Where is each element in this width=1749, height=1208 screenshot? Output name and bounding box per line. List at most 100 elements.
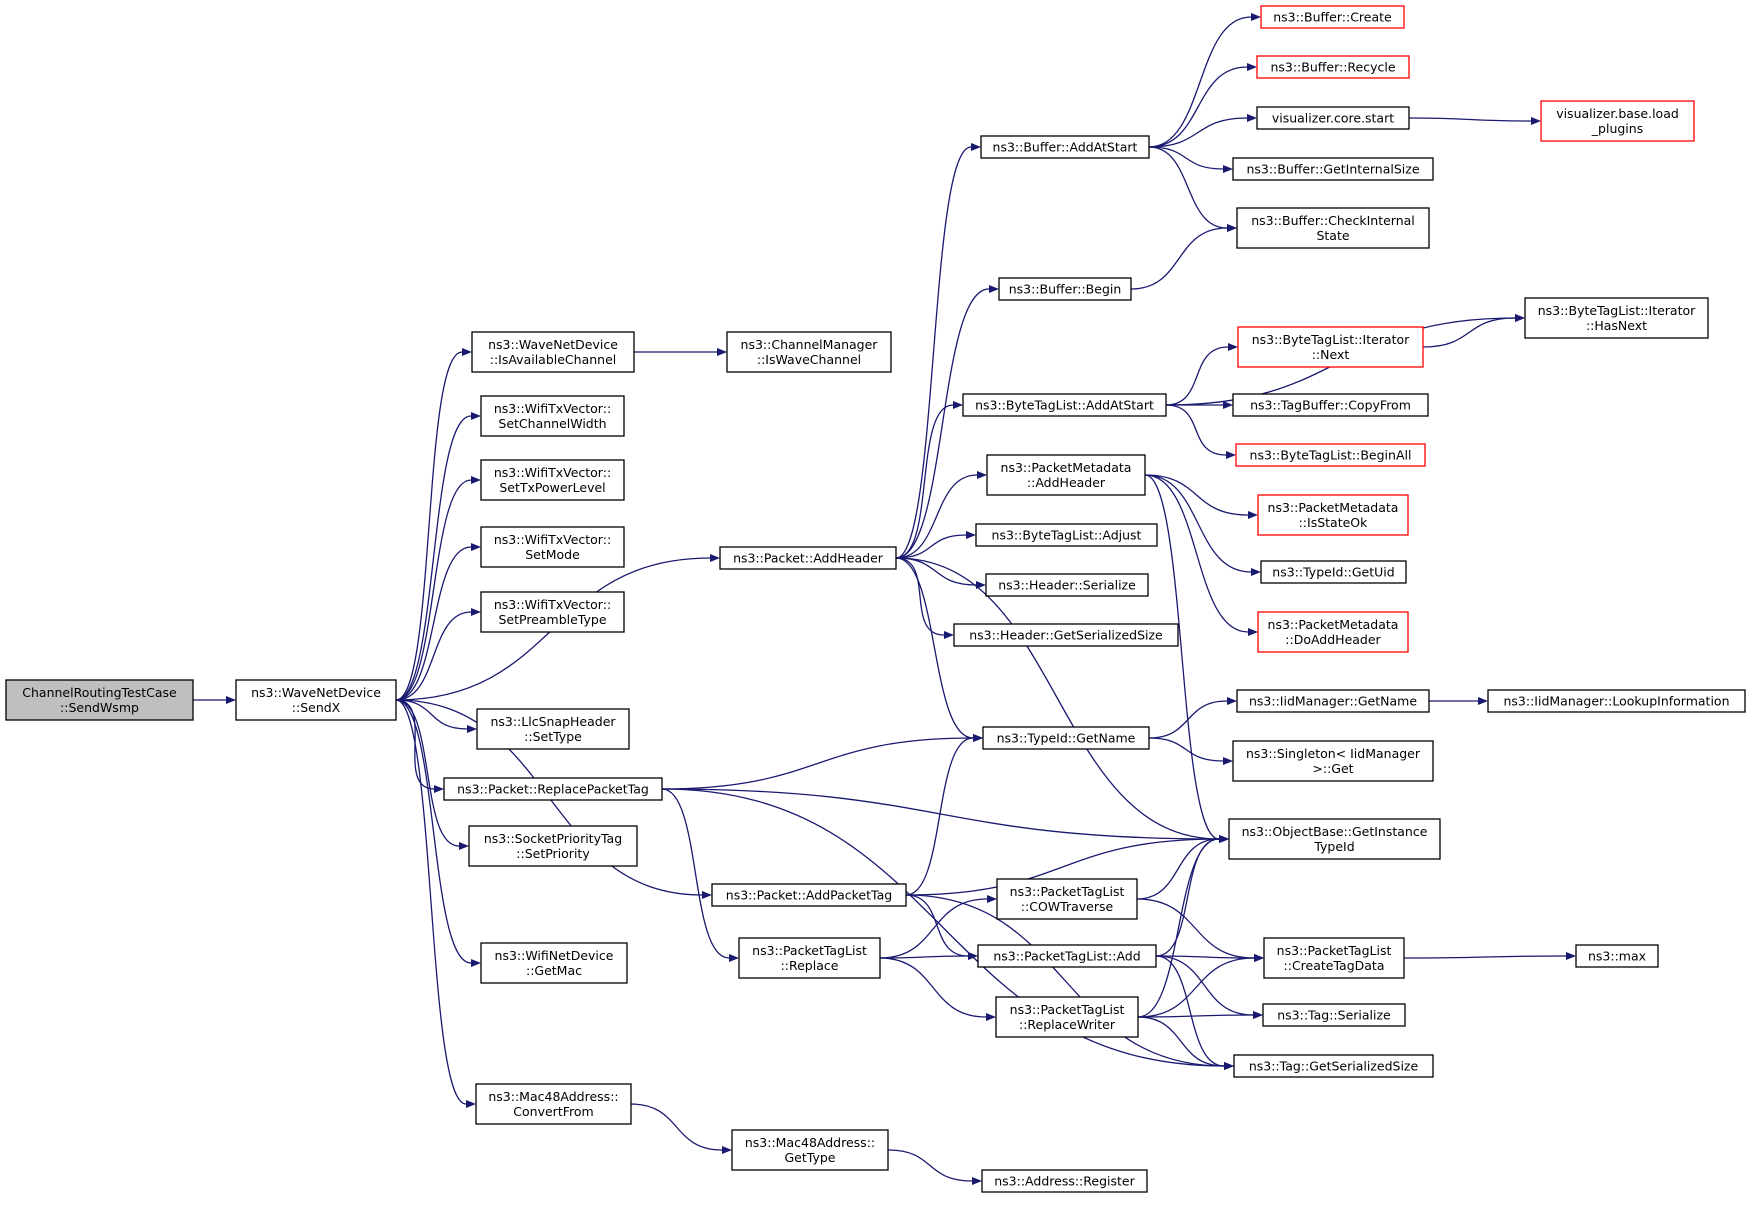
node-pm_addheader[interactable]: ns3::PacketMetadata::AddHeader	[986, 454, 1146, 496]
arrowhead	[1253, 1011, 1263, 1019]
node-settxp[interactable]: ns3::WifiTxVector::SetTxPowerLevel	[480, 459, 625, 501]
node-max[interactable]: ns3::max	[1575, 944, 1659, 968]
arrowhead	[467, 725, 477, 733]
arrowhead	[1478, 697, 1488, 705]
node-convfrom[interactable]: ns3::Mac48Address::ConvertFrom	[475, 1083, 632, 1125]
node-box	[480, 459, 625, 501]
arrowhead	[1247, 114, 1257, 122]
edge-line	[905, 737, 974, 896]
edge-line	[879, 898, 988, 959]
node-label-line: SetMode	[525, 547, 580, 562]
node-sendx[interactable]: ns3::WaveNetDevice::SendX	[235, 679, 397, 721]
node-buf_addatstart[interactable]: ns3::Buffer::AddAtStart	[980, 135, 1150, 159]
node-ptl_add[interactable]: ns3::PacketTagList::Add	[977, 944, 1157, 968]
node-viz_load[interactable]: visualizer.base.load_plugins	[1540, 100, 1695, 142]
node-label-line: ns3::Packet::AddHeader	[733, 551, 884, 566]
arrowhead	[953, 401, 963, 409]
node-btl_addatstart[interactable]: ns3::ByteTagList::AddAtStart	[962, 393, 1167, 417]
edge-convfrom-to-gettype	[630, 1103, 732, 1154]
node-box	[953, 623, 1179, 647]
node-tagbuf_copy[interactable]: ns3::TagBuffer::CopyFrom	[1232, 393, 1429, 417]
node-tid_getname[interactable]: ns3::TypeId::GetName	[982, 726, 1150, 750]
arrowhead	[1531, 117, 1541, 125]
node-replpt[interactable]: ns3::Packet::ReplacePacketTag	[443, 777, 663, 801]
edge-addheader-to-pm_addheader	[895, 471, 987, 559]
node-isavail[interactable]: ns3::WaveNetDevice::IsAvailableChannel	[471, 331, 635, 373]
node-box	[480, 942, 628, 984]
node-ptl_rw[interactable]: ns3::PacketTagList::ReplaceWriter	[995, 996, 1139, 1038]
node-register[interactable]: ns3::Address::Register	[981, 1169, 1148, 1193]
node-box	[1232, 740, 1434, 782]
node-btl_it_hasnext[interactable]: ns3::ByteTagList::Iterator::HasNext	[1524, 297, 1709, 339]
node-tag_gss[interactable]: ns3::Tag::GetSerializedSize	[1233, 1054, 1434, 1078]
node-pm_doadd[interactable]: ns3::PacketMetadata::DoAddHeader	[1257, 611, 1409, 653]
node-hdr_ser[interactable]: ns3::Header::Serialize	[985, 573, 1149, 597]
node-label-line: ::SetType	[524, 729, 582, 744]
node-label-line: ns3::Address::Register	[994, 1174, 1135, 1189]
node-tid_getuid[interactable]: ns3::TypeId::GetUid	[1260, 560, 1407, 584]
node-box	[738, 937, 881, 979]
node-hdr_gss[interactable]: ns3::Header::GetSerializedSize	[953, 623, 1179, 647]
node-ptl_cow[interactable]: ns3::PacketTagList::COWTraverse	[996, 878, 1138, 920]
node-ptl_ctd[interactable]: ns3::PacketTagList::CreateTagData	[1263, 937, 1405, 979]
edge-line	[1408, 117, 1532, 122]
node-iswave[interactable]: ns3::ChannelManager::IsWaveChannel	[726, 331, 892, 373]
node-ptl_replace[interactable]: ns3::PacketTagList::Replace	[738, 937, 881, 979]
arrowhead	[968, 952, 978, 960]
node-buf_gis[interactable]: ns3::Buffer::GetInternalSize	[1232, 157, 1434, 181]
node-llc[interactable]: ns3::LlcSnapHeader::SetType	[476, 708, 630, 750]
edge-iid_getname-to-iid_lookup	[1429, 697, 1488, 705]
node-box	[1524, 297, 1709, 339]
edge-addpt-to-tid_getname	[905, 734, 983, 896]
node-label-line: ns3::Header::Serialize	[998, 578, 1136, 593]
node-addheader[interactable]: ns3::Packet::AddHeader	[719, 546, 897, 570]
node-viz_start[interactable]: visualizer.core.start	[1256, 106, 1410, 130]
node-btl_beginall[interactable]: ns3::ByteTagList::BeginAll	[1235, 443, 1426, 467]
arrowhead	[1251, 568, 1261, 576]
node-buf_create[interactable]: ns3::Buffer::Create	[1260, 5, 1405, 29]
edge-line	[895, 557, 974, 739]
edge-buf_addatstart-to-buf_cis	[1148, 146, 1237, 232]
arrowhead	[1251, 13, 1261, 21]
edge-isavail-to-iswave	[633, 348, 727, 356]
node-setcw[interactable]: ns3::WifiTxVector::SetChannelWidth	[480, 395, 625, 437]
node-box	[1256, 106, 1410, 130]
edge-line	[1148, 737, 1224, 762]
node-setmode[interactable]: ns3::WifiTxVector::SetMode	[480, 526, 625, 568]
node-btl_it_next[interactable]: ns3::ByteTagList::Iterator::Next	[1237, 326, 1424, 368]
arrowhead	[986, 1013, 996, 1021]
node-label-line: ns3::TypeId::GetUid	[1272, 565, 1394, 580]
node-label-line: SetTxPowerLevel	[499, 480, 605, 495]
node-box	[471, 331, 635, 373]
edge-btl_addatstart-to-btl_it_next	[1165, 343, 1238, 406]
node-label-line: ns3::PacketTagList	[752, 943, 867, 958]
node-box	[995, 996, 1139, 1038]
node-box	[480, 526, 625, 568]
node-label-line: ns3::Packet::ReplacePacketTag	[457, 782, 649, 797]
node-tag_ser[interactable]: ns3::Tag::Serialize	[1262, 1003, 1406, 1027]
edge-btl_addatstart-to-btl_beginall	[1165, 404, 1236, 459]
arrowhead	[471, 608, 481, 616]
node-buf_recycle[interactable]: ns3::Buffer::Recycle	[1256, 55, 1410, 79]
node-gettype[interactable]: ns3::Mac48Address::GetType	[731, 1129, 889, 1171]
node-btl_adjust[interactable]: ns3::ByteTagList::Adjust	[975, 523, 1158, 547]
node-sockpri[interactable]: ns3::SocketPriorityTag::SetPriority	[468, 825, 638, 867]
arrowhead	[1248, 628, 1258, 636]
node-pm_stateok[interactable]: ns3::PacketMetadata::IsStateOk	[1257, 494, 1409, 536]
node-setpre[interactable]: ns3::WifiTxVector::SetPreambleType	[480, 591, 625, 633]
edge-ptl_rw-to-tag_ser	[1137, 1011, 1263, 1019]
edge-line	[1148, 146, 1228, 229]
node-iid_getname[interactable]: ns3::IidManager::GetName	[1236, 689, 1430, 713]
edge-replpt-to-tag_gss	[661, 788, 1234, 1070]
node-root[interactable]: ChannelRoutingTestCase::SendWsmp	[5, 679, 194, 721]
node-singleton_get[interactable]: ns3::Singleton< IidManager >::Get	[1232, 740, 1434, 782]
node-buf_begin[interactable]: ns3::Buffer::Begin	[998, 277, 1132, 301]
node-addpt[interactable]: ns3::Packet::AddPacketTag	[711, 883, 907, 907]
edge-line	[1137, 957, 1255, 1018]
node-getmac[interactable]: ns3::WifiNetDevice::GetMac	[480, 942, 628, 984]
edge-replpt-to-ptl_replace	[661, 788, 739, 962]
node-iid_lookup[interactable]: ns3::IidManager::LookupInformation	[1487, 689, 1746, 713]
edge-btl_addatstart-to-tagbuf_copy	[1166, 401, 1233, 409]
